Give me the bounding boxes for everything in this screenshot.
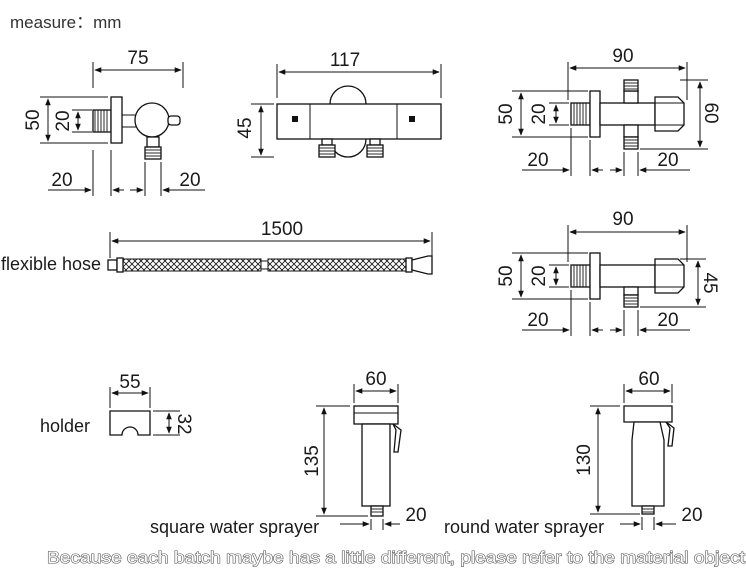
inlet-length-dimension: 20 xyxy=(51,170,72,191)
measure-unit-label: measure：mm xyxy=(10,13,121,32)
length-dimension: 1500 xyxy=(261,219,303,240)
angle-valve-mid-right: 90 50 20 45 20 20 xyxy=(496,209,720,336)
square-sprayer-label: square water sprayer xyxy=(150,517,319,537)
holder-label: holder xyxy=(40,416,90,436)
width-dimension: 117 xyxy=(330,50,360,71)
overall-height-dimension: 45 xyxy=(699,272,720,293)
outlet-length-dimension: 20 xyxy=(179,170,200,191)
inlet-length-dimension: 20 xyxy=(527,310,548,331)
disclaimer-text: Because each batch maybe has a little di… xyxy=(47,548,745,567)
width-dimension: 90 xyxy=(612,209,633,230)
width-dimension: 60 xyxy=(638,369,659,390)
outlet-dimension: 20 xyxy=(681,505,702,526)
height-dimension: 50 xyxy=(496,103,517,124)
mixer-body: 117 45 xyxy=(235,50,442,158)
height-dimension: 135 xyxy=(302,445,323,477)
width-dimension: 60 xyxy=(365,369,386,390)
square-water-sprayer: 60 135 20 square water sprayer xyxy=(150,369,427,537)
outlet-dimension: 20 xyxy=(405,505,426,526)
width-dimension: 90 xyxy=(612,46,633,67)
hose-label: flexible hose xyxy=(1,254,101,274)
height-dimension: 50 xyxy=(496,265,517,286)
angle-valve-top-right: 90 50 20 60 20 20 xyxy=(496,46,721,176)
angle-valve-top-left: 75 50 20 20 20 xyxy=(23,48,205,196)
height-dimension: 32 xyxy=(173,413,194,434)
thread-dimension: 20 xyxy=(529,265,550,286)
outlet-length-dimension: 20 xyxy=(657,150,678,171)
round-sprayer-label: round water sprayer xyxy=(444,517,604,537)
overall-height-dimension: 60 xyxy=(700,102,721,123)
height-dimension: 45 xyxy=(235,117,256,138)
thread-dimension: 20 xyxy=(53,110,74,131)
thread-icon xyxy=(94,110,108,132)
holder: holder 55 32 xyxy=(40,372,194,436)
outlet-length-dimension: 20 xyxy=(657,310,678,331)
width-dimension: 75 xyxy=(127,48,148,69)
inlet-length-dimension: 20 xyxy=(527,150,548,171)
height-dimension: 50 xyxy=(23,109,44,130)
height-dimension: 130 xyxy=(574,444,595,476)
flexible-hose: flexible hose 1500 xyxy=(1,219,433,275)
width-dimension: 55 xyxy=(119,372,140,393)
round-water-sprayer: 60 130 20 round water sprayer xyxy=(444,369,703,537)
thread-dimension: 20 xyxy=(529,103,550,124)
